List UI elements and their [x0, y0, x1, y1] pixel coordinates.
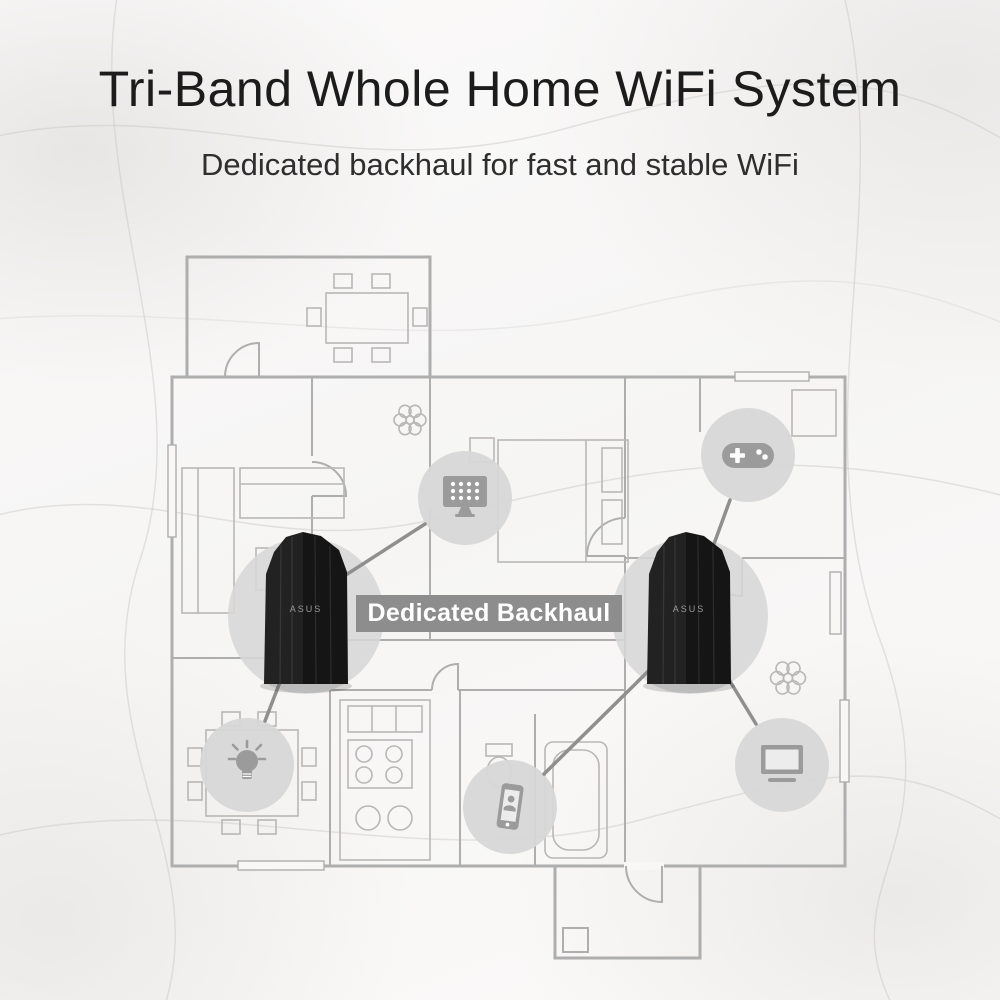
page-subtitle: Dedicated backhaul for fast and stable W…	[201, 147, 799, 182]
backhaul-banner: Dedicated Backhaul	[356, 595, 622, 632]
page-title: Tri-Band Whole Home WiFi System	[98, 61, 902, 117]
plant-icon	[769, 661, 807, 695]
windows	[167, 371, 850, 871]
backhaul-label: Dedicated Backhaul	[367, 599, 611, 627]
router-2-logo: ASUS	[673, 604, 706, 614]
mesh-router-1: ASUS	[260, 532, 352, 693]
smartphone-icon	[496, 783, 524, 830]
plant-icon	[393, 404, 427, 436]
light-bulb-icon	[227, 739, 267, 779]
laptop-icon	[761, 745, 803, 782]
mesh-router-2: ASUS	[643, 532, 735, 693]
tv-icon	[443, 476, 487, 517]
game-controller-icon	[722, 443, 774, 468]
router-1-logo: ASUS	[290, 604, 323, 614]
door-opening	[624, 862, 664, 870]
furniture	[181, 273, 842, 861]
